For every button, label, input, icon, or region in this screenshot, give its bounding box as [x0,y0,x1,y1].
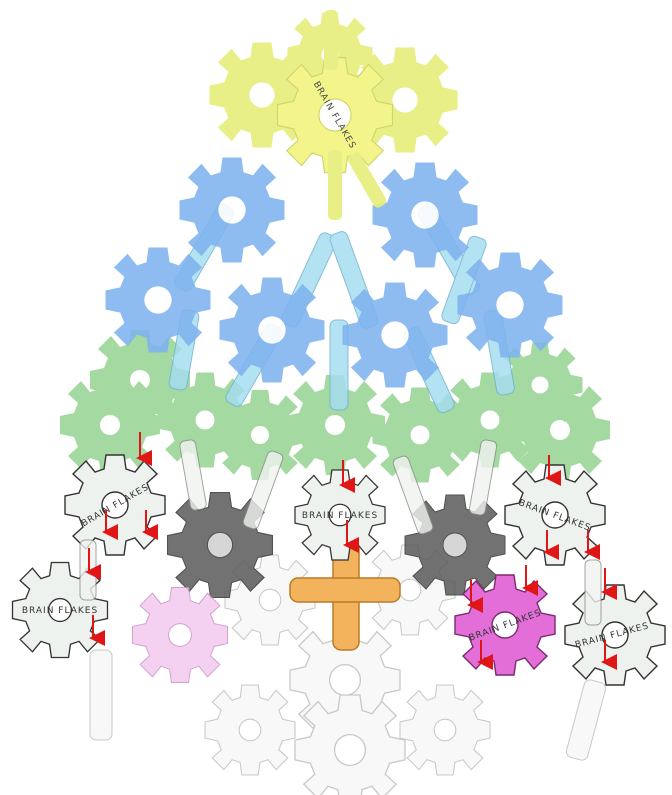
white-connector [565,679,607,762]
blue-flake [180,158,285,263]
yellow-connector [324,10,338,70]
white-flake-base-bottom [295,695,405,795]
blue-flake [458,253,563,358]
white-connector [90,650,112,740]
white-flake-base-right [400,685,490,775]
blue-flake [220,278,325,383]
brand-text-center: BRAIN FLAKES [302,511,378,521]
yellow-connector [328,150,342,220]
white-flake-base-left [205,685,295,775]
blue-flake [373,163,478,268]
blue-flake [343,283,448,388]
pink-flake [133,588,228,683]
brand-text-left-lower: BRAIN FLAKES [22,606,98,616]
blue-flake [106,248,211,353]
